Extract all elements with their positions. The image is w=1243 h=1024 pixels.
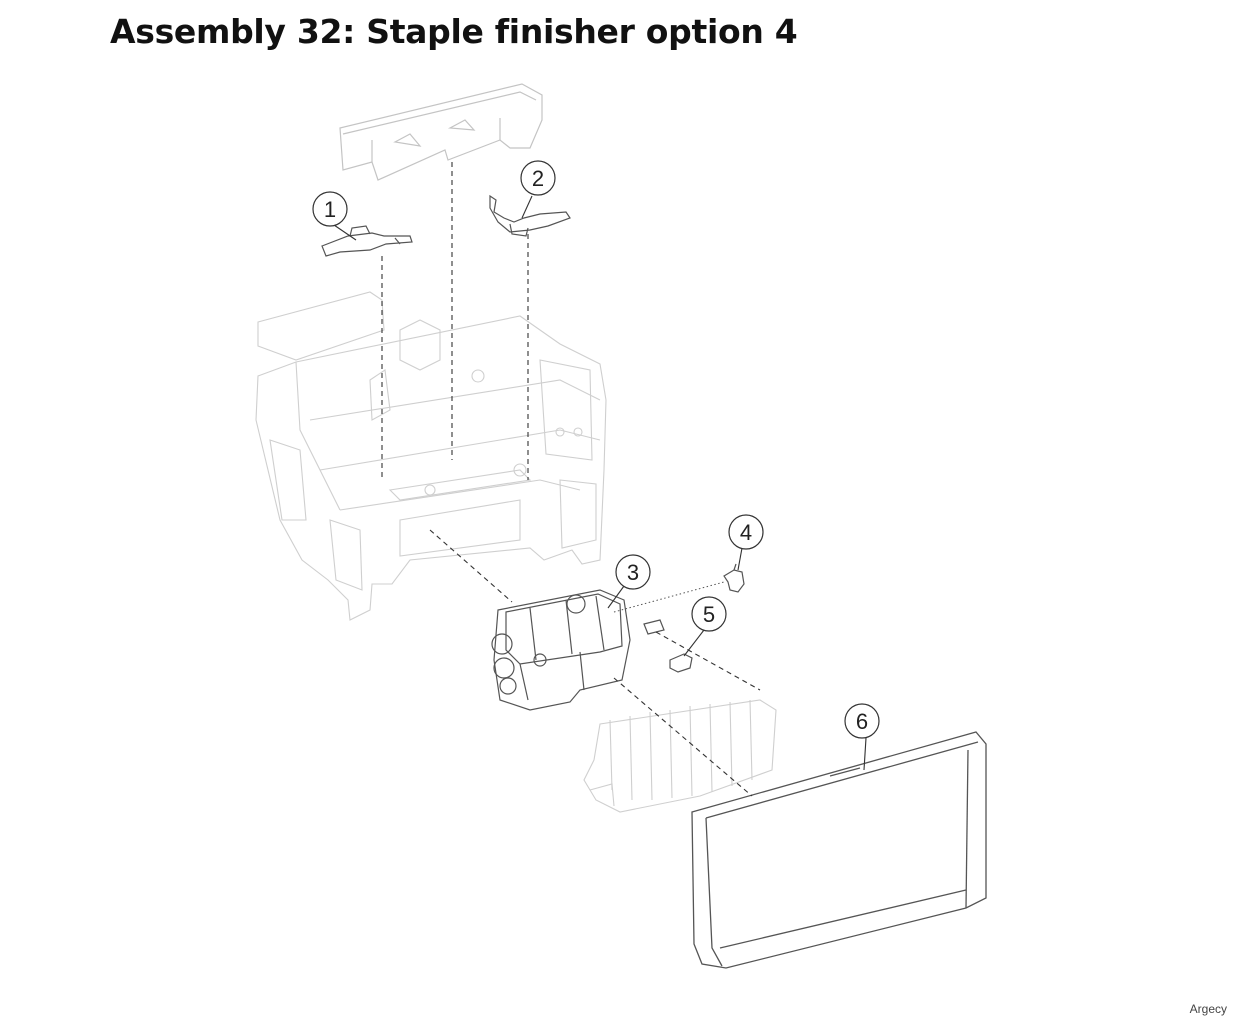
- callout-4: 4: [728, 514, 764, 550]
- sensor-part-4: [723, 563, 745, 593]
- sensor-part-5: [669, 653, 693, 673]
- bracket-part-2: [489, 194, 571, 237]
- svg-text:3: 3: [627, 560, 639, 585]
- page-title: Assembly 32: Staple finisher option 4: [110, 12, 798, 51]
- stapler-unit-part-3: [491, 589, 631, 711]
- callout-1: 1: [312, 191, 348, 227]
- paper-guide-part: [583, 699, 777, 813]
- callout-3: 3: [615, 554, 651, 590]
- explode-line-dotted: [613, 581, 725, 613]
- bracket-part-1: [321, 225, 413, 257]
- front-door-part-6: [691, 731, 987, 969]
- svg-text:6: 6: [856, 709, 868, 734]
- explode-lines: [381, 162, 761, 797]
- callout-5: 5: [691, 596, 727, 632]
- leader-lines: [333, 195, 867, 771]
- actuator-part: [643, 619, 665, 635]
- svg-text:5: 5: [703, 602, 715, 627]
- top-cover-part: [339, 83, 543, 181]
- callout-6: 6: [844, 703, 880, 739]
- watermark-text: Argecy: [1189, 1002, 1227, 1016]
- svg-text:1: 1: [324, 197, 336, 222]
- svg-text:4: 4: [740, 520, 752, 545]
- main-frame-part: [255, 291, 607, 621]
- callout-2: 2: [520, 160, 556, 196]
- svg-text:2: 2: [532, 166, 544, 191]
